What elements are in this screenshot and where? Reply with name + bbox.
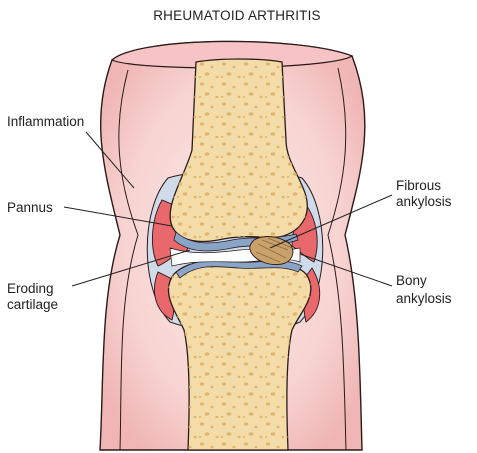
label-eroding-cartilage-line1: Eroding [7,281,54,296]
diagram-title: RHEUMATOID ARTHRITIS [153,8,321,23]
inflammation-leader [85,131,135,189]
upper-cartilage [173,231,299,252]
label-inflammation: Inflammation [7,114,84,129]
label-bony-ankylosis-line1: Bony [396,273,427,288]
label-fibrous-ankylosis-line1: Fibrous [396,178,441,193]
label-pannus: Pannus [7,200,53,215]
synovial-membrane-line [118,69,139,451]
label-fibrous-ankylosis-line2: ankylosis [396,194,452,209]
bony-ankylosis-leader [299,253,393,287]
capsule-top-section [110,40,354,69]
pannus-leader [63,206,173,227]
lower-bone-pores [168,261,311,450]
upper-bone-pores [170,59,308,242]
synovial-membrane-line-right [327,67,347,451]
label-bony-ankylosis-line2: ankylosis [396,291,452,306]
fibrous-strands [255,237,293,263]
fibrous-ankylosis-leader [269,194,393,249]
label-eroding-cartilage-line2: cartilage [7,297,58,312]
eroding-cartilage-leader [71,249,191,287]
